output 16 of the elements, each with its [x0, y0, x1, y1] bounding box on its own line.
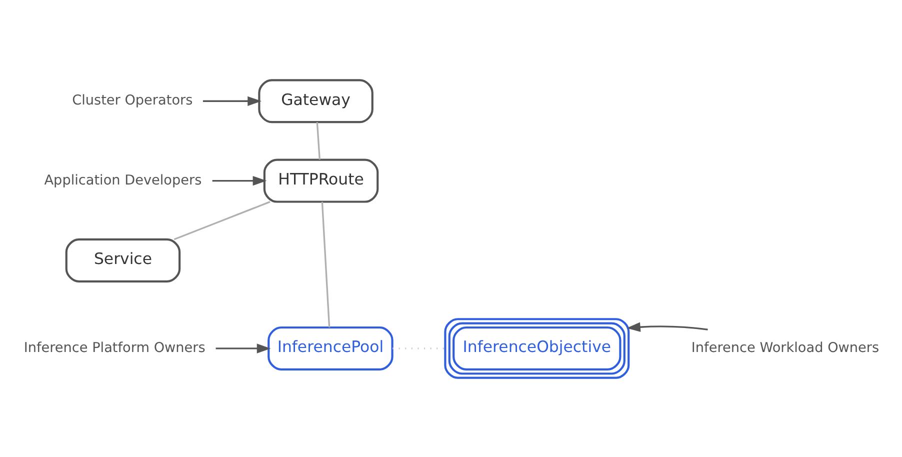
connector: [316, 122, 320, 160]
node-text: Inference Platform Owners: [23, 340, 205, 356]
node-box: InferencePool: [267, 326, 393, 370]
node-text: Application Developers: [44, 172, 202, 188]
node-text: Inference Workload Owners: [690, 340, 879, 356]
node-text: Cluster Operators: [72, 92, 192, 108]
arrow: [202, 96, 261, 106]
node-box: InferenceObjective: [444, 318, 630, 378]
arrow: [215, 343, 270, 353]
arrow: [212, 175, 266, 186]
connector: [173, 200, 270, 240]
arrow: [626, 322, 708, 332]
node-box: Service: [64, 238, 180, 282]
connector: [320, 201, 330, 327]
node-box: Gateway: [258, 78, 373, 123]
node-box: HTTPRoute: [262, 158, 378, 202]
